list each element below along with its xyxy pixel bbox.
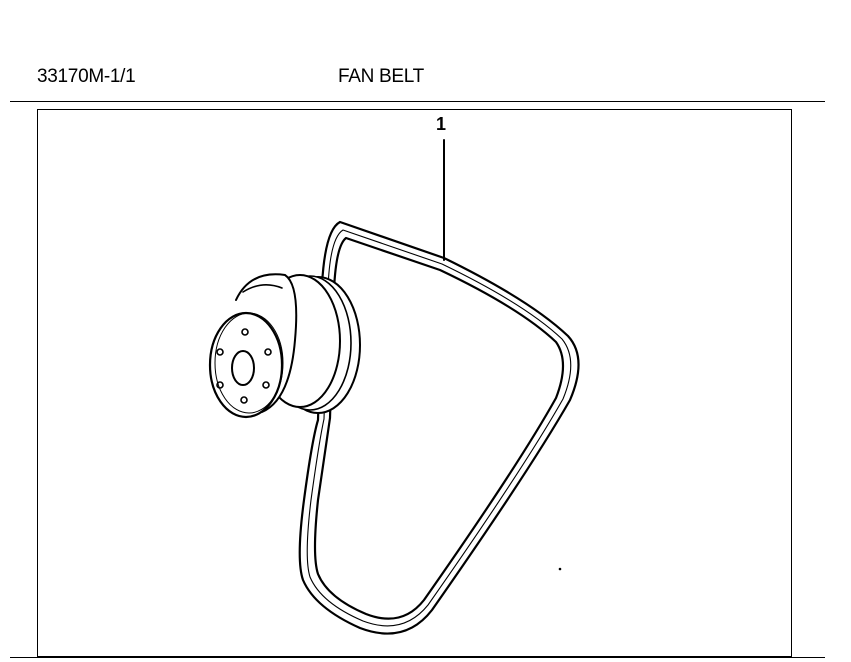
- stray-dot: [558, 567, 562, 571]
- header-divider: [10, 101, 825, 102]
- diagram-title: FAN BELT: [338, 66, 424, 87]
- footer-divider: [10, 657, 825, 658]
- belt-inner-edge: [313, 236, 565, 620]
- belt-rib-line: [306, 229, 572, 627]
- bolt-hole-left-lower: [216, 381, 224, 389]
- pulley-flange-edge: [214, 312, 284, 414]
- bolt-hole-right-upper: [264, 348, 272, 356]
- bolt-hole-bottom: [240, 396, 248, 404]
- diagram-code: 33170M-1/1: [37, 66, 136, 87]
- bolt-hole-top: [241, 328, 249, 336]
- diagram-frame: [37, 109, 792, 657]
- callout-number: 1: [436, 114, 447, 134]
- bolt-hole-right-lower: [262, 381, 270, 389]
- bolt-hole-left-upper: [216, 348, 224, 356]
- pulley-hub-shoulder: [242, 284, 283, 293]
- pulley-center-bore: [231, 350, 255, 386]
- belt-outer-edge: [298, 220, 580, 635]
